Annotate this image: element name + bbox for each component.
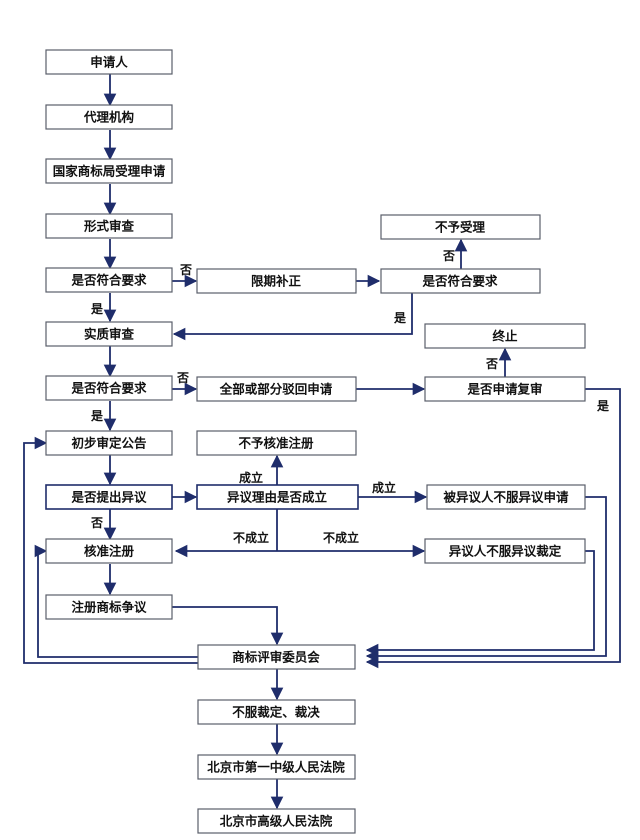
edge-opponentappeal-board xyxy=(365,550,595,657)
svg-text:是否符合要求: 是否符合要求 xyxy=(70,273,147,288)
node-formal-review: 形式审查 xyxy=(45,213,173,239)
edge-board-approve xyxy=(34,544,198,658)
label-yes-req1: 是 xyxy=(90,302,104,316)
node-meet-req-1: 是否符合要求 xyxy=(45,267,173,293)
svg-text:核准注册: 核准注册 xyxy=(84,544,135,559)
node-meet-req-3: 是否符合要求 xyxy=(45,375,173,401)
node-opposed-appeal: 被异议人不服异议申请 xyxy=(426,484,586,510)
node-opp-reason: 异议理由是否成立 xyxy=(196,484,359,510)
svg-text:国家商标局受理申请: 国家商标局受理申请 xyxy=(53,164,166,179)
edges xyxy=(23,74,621,810)
node-terminate: 终止 xyxy=(424,323,586,349)
svg-text:全部或部分驳回申请: 全部或部分驳回申请 xyxy=(219,382,333,397)
edge-labels: 否 否 是 是 否 否 是 是 成立 成立 否 不成立 不成立 xyxy=(90,249,610,545)
node-disagree: 不服裁定、裁决 xyxy=(197,699,356,725)
svg-text:北京市高级人民法院: 北京市高级人民法院 xyxy=(220,814,333,829)
svg-text:限期补正: 限期补正 xyxy=(251,274,302,289)
svg-text:是否申请复审: 是否申请复审 xyxy=(466,382,542,397)
svg-text:不服裁定、裁决: 不服裁定、裁决 xyxy=(232,705,320,720)
label-notest-left: 不成立 xyxy=(233,530,269,545)
node-opponent-appeal: 异议人不服异议裁定 xyxy=(424,538,586,564)
node-meet-req-2: 是否符合要求 xyxy=(380,268,541,294)
svg-text:申请人: 申请人 xyxy=(90,55,128,70)
node-board: 商标评审委员会 xyxy=(197,644,356,670)
node-approve: 核准注册 xyxy=(45,538,173,564)
label-est-right: 成立 xyxy=(372,480,396,495)
node-dispute: 注册商标争议 xyxy=(45,594,173,620)
label-est-up: 成立 xyxy=(239,470,263,485)
node-apply-review: 是否申请复审 xyxy=(424,376,586,402)
edge-board-prelim xyxy=(23,436,198,664)
node-prelim-announce: 初步审定公告 xyxy=(45,430,173,456)
node-accept: 国家商标局受理申请 xyxy=(45,158,173,184)
svg-text:代理机构: 代理机构 xyxy=(83,110,134,125)
svg-text:不予核准注册: 不予核准注册 xyxy=(238,436,314,451)
svg-text:不予受理: 不予受理 xyxy=(435,220,486,235)
svg-text:实质审查: 实质审查 xyxy=(84,327,135,342)
label-no-review: 否 xyxy=(485,357,498,371)
label-yes-req3: 是 xyxy=(90,409,104,423)
svg-text:北京市第一中级人民法院: 北京市第一中级人民法院 xyxy=(207,760,345,775)
node-court2: 北京市高级人民法院 xyxy=(197,808,356,834)
node-court1: 北京市第一中级人民法院 xyxy=(197,754,356,780)
label-no-opposition: 否 xyxy=(90,516,103,530)
svg-text:终止: 终止 xyxy=(492,329,518,344)
svg-text:异议理由是否成立: 异议理由是否成立 xyxy=(227,490,328,505)
node-substantive-review: 实质审查 xyxy=(45,321,173,347)
nodes: 申请人 代理机构 国家商标局受理申请 形式审查 是否符合要求 限期补正 是否符合… xyxy=(45,49,586,834)
node-opposition: 是否提出异议 xyxy=(45,484,173,510)
node-applicant: 申请人 xyxy=(45,49,173,75)
edge-opposedappeal-board xyxy=(365,496,607,663)
node-reject: 全部或部分驳回申请 xyxy=(196,376,357,402)
label-no-req1: 否 xyxy=(179,263,192,277)
svg-text:商标评审委员会: 商标评审委员会 xyxy=(232,650,320,665)
node-not-approved: 不予核准注册 xyxy=(196,430,357,456)
label-no-req2: 否 xyxy=(442,249,455,263)
svg-text:被异议人不服异议申请: 被异议人不服异议申请 xyxy=(443,490,569,505)
svg-text:是否符合要求: 是否符合要求 xyxy=(421,274,498,289)
node-agency: 代理机构 xyxy=(45,104,173,130)
label-notest-right: 不成立 xyxy=(323,530,359,545)
svg-text:注册商标争议: 注册商标争议 xyxy=(71,600,147,615)
svg-text:是否提出异议: 是否提出异议 xyxy=(70,490,147,505)
svg-text:是否符合要求: 是否符合要求 xyxy=(70,381,147,396)
edge-review-board xyxy=(365,388,621,669)
label-yes-review: 是 xyxy=(596,399,610,413)
node-correction: 限期补正 xyxy=(196,268,357,294)
svg-text:初步审定公告: 初步审定公告 xyxy=(71,436,147,451)
edge-req2-substantive xyxy=(172,293,413,341)
svg-text:形式审查: 形式审查 xyxy=(84,219,135,234)
node-not-accepted: 不予受理 xyxy=(380,214,541,240)
label-no-req3: 否 xyxy=(176,371,189,385)
label-yes-req2: 是 xyxy=(393,311,407,325)
edge-dispute-board xyxy=(172,606,284,646)
svg-text:异议人不服异议裁定: 异议人不服异议裁定 xyxy=(449,544,562,559)
